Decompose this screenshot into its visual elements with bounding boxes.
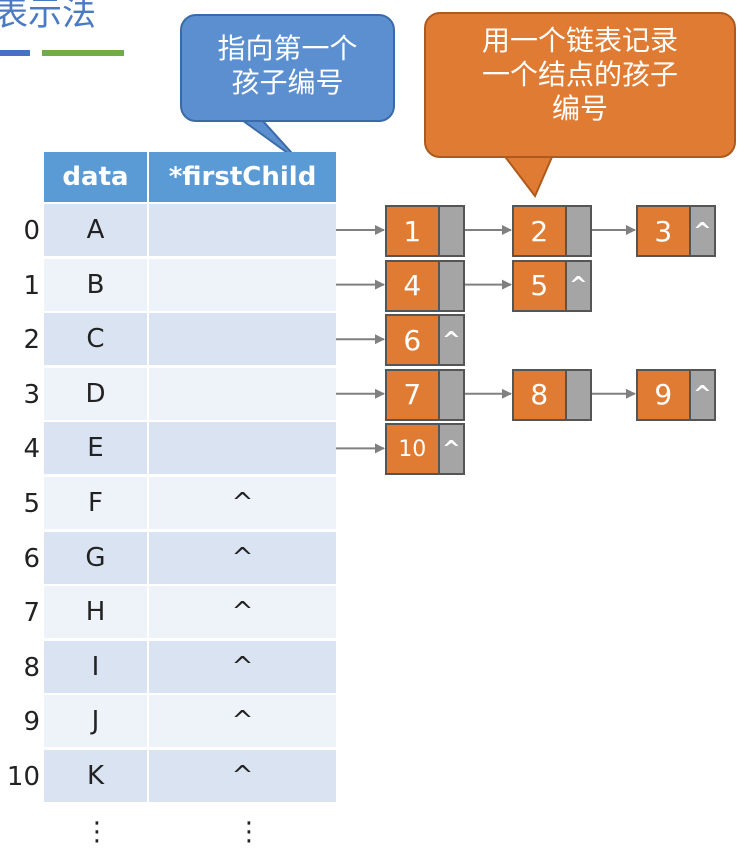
row-index: 7 [23,598,40,629]
row-index: 4 [23,434,40,465]
cell-first-child: ^ [149,531,336,584]
table-row: F^ [44,477,336,529]
null-pointer: ^ [439,316,463,365]
cell-data: C [44,313,147,366]
row-index: 8 [23,652,40,683]
list-node-value: 6 [387,316,440,365]
callout-linked-list-line3: 编号 [551,92,608,125]
cell-data: I [44,640,147,693]
next-pointer [439,207,463,255]
list-node: 9^ [636,368,716,421]
list-node-value: 9 [638,370,691,419]
callout-first-child: 指向第一个 孩子编号 [180,14,395,122]
table-row: J^ [44,695,336,748]
next-pointer [566,207,590,255]
table-row: G^ [44,531,336,584]
cell-first-child [149,204,336,256]
table-row: C [44,313,336,366]
next-pointer [439,370,463,419]
list-node-value: 10 [387,425,440,474]
list-node: 2 [512,205,592,257]
cell-data: D [44,367,147,420]
null-pointer: ^ [690,370,714,419]
next-pointer [566,370,590,419]
table-row: H^ [44,586,336,639]
row-index: 2 [23,325,40,356]
cell-data: K [44,750,147,802]
continuation-dots-data: ⋮ [84,817,110,847]
list-node-value: 3 [638,207,691,255]
list-node: 1 [385,205,465,257]
list-node-value: 1 [387,207,440,255]
list-node-value: 5 [514,261,567,310]
list-node-value: 2 [514,207,567,255]
header-first-child: *firstChild [149,152,336,202]
list-node: 5^ [512,259,592,312]
cell-first-child [149,422,336,475]
cell-first-child [149,258,336,311]
callout-first-child-line1: 指向第一个 [217,32,358,65]
cell-first-child: ^ [149,695,336,748]
page-title: 表示法 [0,0,96,34]
table-row: I^ [44,640,336,693]
cell-first-child: ^ [149,640,336,693]
cell-data: J [44,695,147,748]
row-index: 0 [23,216,40,246]
cell-data: G [44,531,147,584]
callout-linked-list-line2: 一个结点的孩子 [481,58,678,91]
table-row: A [44,204,336,256]
null-pointer: ^ [566,261,590,310]
continuation-dots-pointer: ⋮ [236,817,262,847]
cell-first-child: ^ [149,477,336,529]
table-row: D [44,367,336,420]
header-data: data [44,152,147,202]
title-underline-green [42,50,124,56]
list-node: 3^ [636,205,716,257]
row-index: 6 [23,543,40,574]
null-pointer: ^ [690,207,714,255]
list-node: 6^ [385,314,465,367]
next-pointer [439,261,463,310]
list-node: 10^ [385,423,465,476]
cell-first-child [149,367,336,420]
title-underline-blue [0,50,30,56]
null-pointer: ^ [439,425,463,474]
row-index: 9 [23,707,40,738]
list-node-value: 7 [387,370,440,419]
cell-data: F [44,477,147,529]
cell-data: A [44,204,147,256]
cell-first-child: ^ [149,750,336,802]
cell-first-child [149,313,336,366]
table-row: K^ [44,750,336,802]
row-index: 5 [23,489,40,519]
row-index: 10 [6,762,40,792]
list-node: 4 [385,259,465,312]
cell-data: H [44,586,147,639]
cell-data: E [44,422,147,475]
cell-data: B [44,258,147,311]
list-node: 7 [385,368,465,421]
callout-linked-list-line1: 用一个链表记录 [481,24,678,57]
callout-linked-list: 用一个链表记录 一个结点的孩子 编号 [424,12,736,158]
row-index: 1 [23,270,40,301]
list-node-value: 4 [387,261,440,310]
callout-first-child-line2: 孩子编号 [231,66,344,99]
list-node-value: 8 [514,370,567,419]
list-node: 8 [512,368,592,421]
cell-first-child: ^ [149,586,336,639]
table-row: B [44,258,336,311]
table-row: E [44,422,336,475]
row-index: 3 [23,379,40,410]
